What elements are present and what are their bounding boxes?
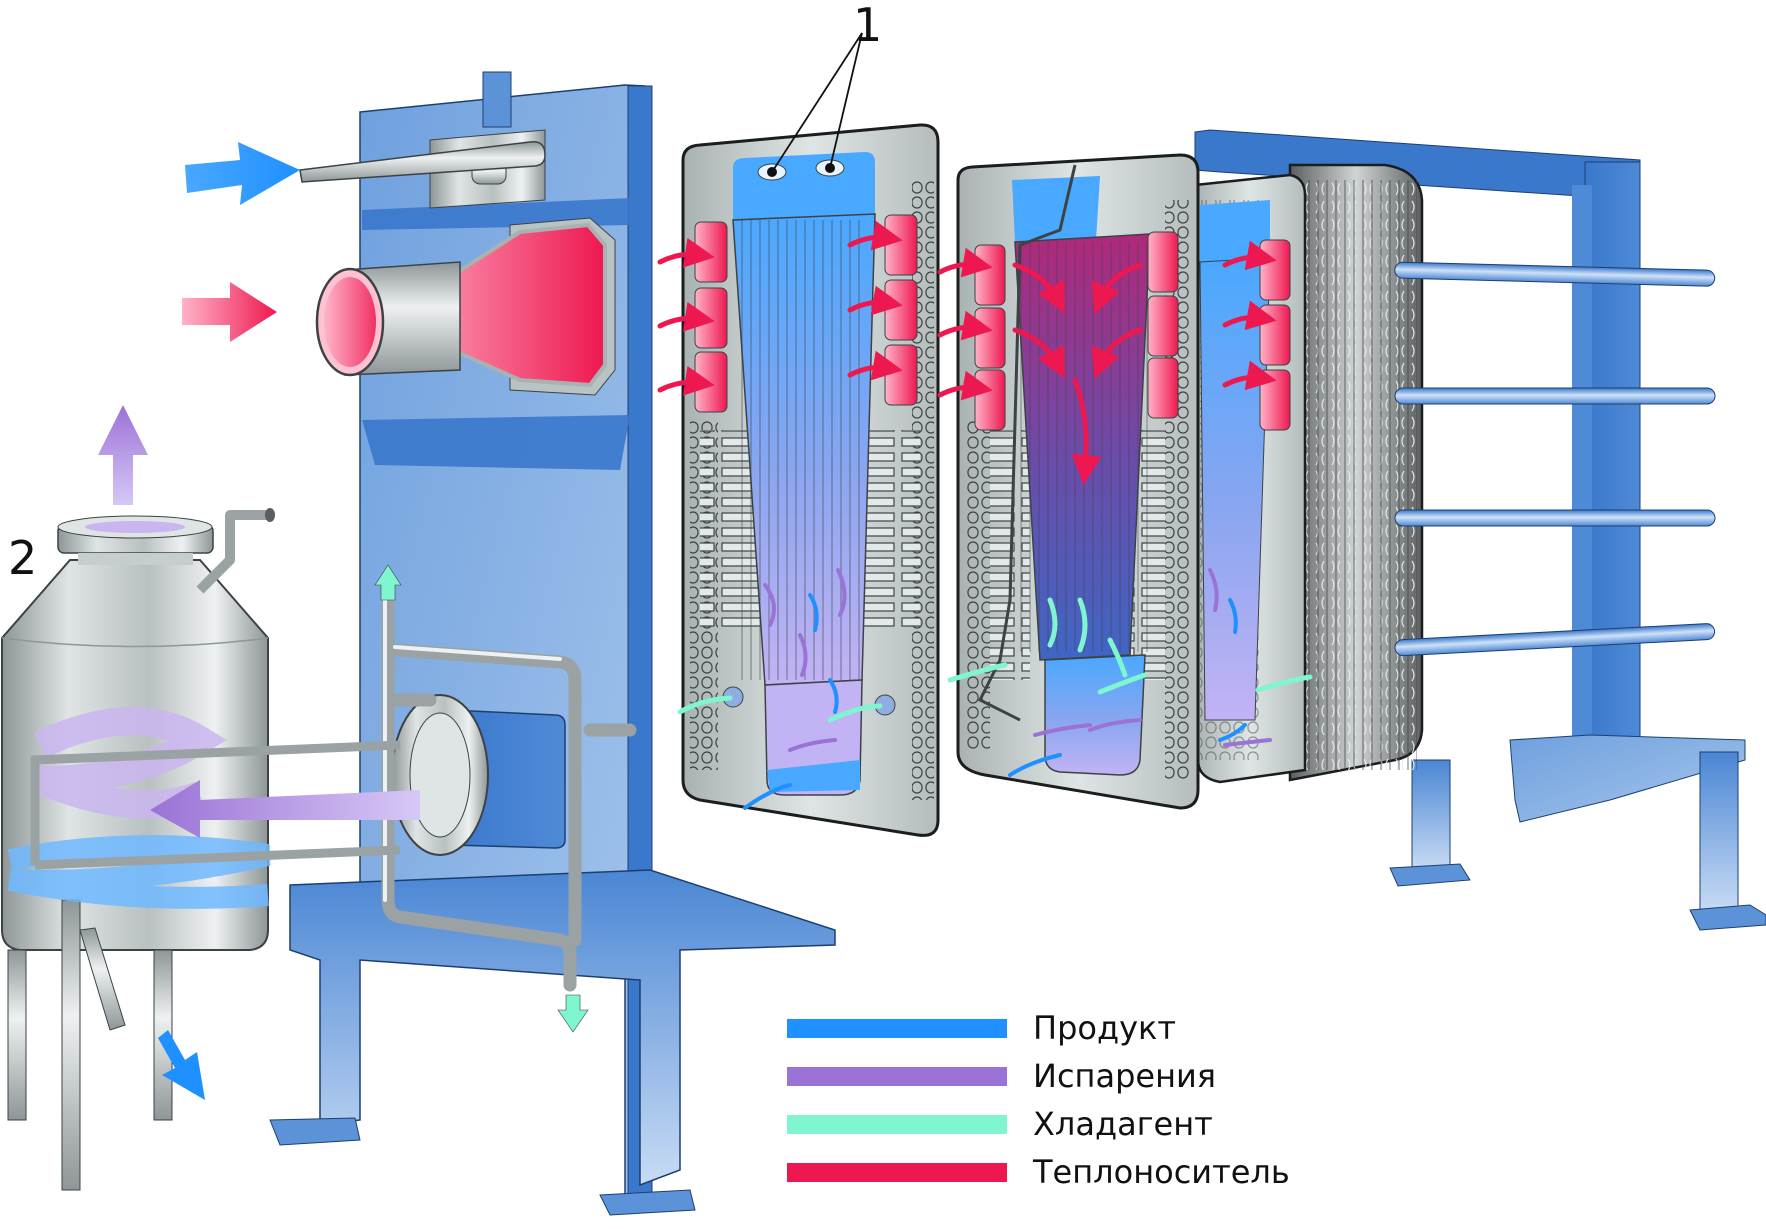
plate-pack-stack xyxy=(1288,163,1424,782)
legend-item-vapour: Испарения xyxy=(787,1052,1290,1100)
legend-swatch-product xyxy=(787,1018,1007,1038)
plate-back xyxy=(1193,173,1307,784)
legend-item-product: Продукт xyxy=(787,1004,1290,1052)
plate-pack-open-plate xyxy=(681,123,940,837)
plate-pack-cutaway-plate xyxy=(956,153,1200,810)
legend-item-heating-medium: Теплоноситель xyxy=(787,1148,1290,1196)
legend-label-vapour: Испарения xyxy=(1033,1057,1217,1095)
legend-item-coolant: Хладагент xyxy=(787,1100,1290,1148)
callout-1-label: 1 xyxy=(853,0,883,52)
legend-label-heating-medium: Теплоноситель xyxy=(1033,1153,1290,1191)
vapour-outlet-arrow xyxy=(98,405,148,505)
coolant-piping xyxy=(381,593,637,992)
heating-medium-inlet xyxy=(315,217,616,396)
legend-label-product: Продукт xyxy=(1033,1009,1176,1047)
separator-vessel xyxy=(1,508,401,1191)
end-support-column xyxy=(1194,129,1766,931)
product-outlet-arrow xyxy=(158,1030,205,1100)
guide-bars xyxy=(1394,261,1716,657)
frame-base xyxy=(269,869,836,1216)
product-distribution-nozzles xyxy=(733,152,875,220)
coolant-inlet-arrow xyxy=(374,564,402,601)
heating-inlet-arrow xyxy=(182,282,277,342)
vapour-return-arrow xyxy=(150,780,420,838)
legend-swatch-heating-medium xyxy=(787,1162,1007,1182)
vapour-product-outlet-flange xyxy=(391,694,566,856)
legend-label-coolant: Хладагент xyxy=(1033,1105,1213,1143)
legend: Продукт Испарения Хладагент Теплоносител… xyxy=(787,1004,1290,1196)
product-inlet-pipe xyxy=(299,141,546,183)
legend-swatch-coolant xyxy=(787,1114,1007,1134)
flow-arrows xyxy=(98,32,1313,1100)
product-inlet-arrow xyxy=(185,142,300,205)
coolant-outlet-arrow xyxy=(557,994,589,1033)
callout-2-label: 2 xyxy=(8,531,38,585)
legend-swatch-vapour xyxy=(787,1066,1007,1086)
